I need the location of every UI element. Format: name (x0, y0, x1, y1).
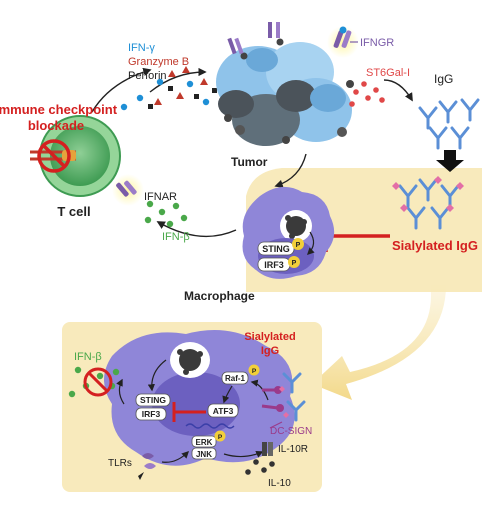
sialic-acid-icon (279, 386, 289, 418)
ifnar-label: IFNAR (144, 191, 177, 203)
tlrs-label: TLRs (108, 458, 132, 469)
sialylated-igg-label: Sialylated IgG (392, 238, 478, 253)
ifn-beta-molecules (144, 200, 188, 228)
perforin-label: Perforin (128, 70, 167, 82)
il10-label: IL-10 (268, 478, 291, 489)
tumor-to-macrophage-arrow (274, 153, 307, 188)
phospho-label: P (296, 242, 301, 249)
jnk-box (191, 447, 217, 460)
st6gal1-label: ST6Gal-I (366, 67, 410, 79)
tumor (216, 38, 354, 146)
macrophage-internal-arrow (306, 231, 315, 256)
tlr-receptor-icon (138, 453, 156, 480)
ifn-gamma-label: IFN-γ (128, 42, 155, 54)
tumor-receptor-icon (227, 22, 280, 55)
sting-box (257, 241, 295, 256)
phospho-label: P (292, 260, 297, 267)
tumor-label: Tumor (231, 155, 268, 169)
tcell-to-effectors-arrow (91, 67, 152, 113)
inset-sting-label: STING (140, 395, 166, 405)
ifn-beta-label: IFN-β (162, 231, 190, 243)
inset-ifn-arrow (116, 378, 125, 405)
inset-irf3-box (135, 407, 167, 421)
igg-group-icon (418, 98, 480, 150)
phospho-icon (248, 364, 260, 376)
tcell-label: T cell (57, 204, 90, 219)
erk-box (191, 435, 217, 448)
inset-phagosome-arrow (147, 359, 167, 392)
igg-label: IgG (434, 72, 453, 86)
atf3-box (207, 403, 239, 418)
irf3-label: IRF3 (264, 260, 284, 270)
ifngr-receptor-icon (333, 26, 352, 48)
inset-irf3-label: IRF3 (142, 409, 161, 419)
st6gal1-to-igg-arrow (383, 79, 413, 102)
inset-sting-box (135, 393, 171, 407)
raf1-to-atf3-arrow (222, 385, 233, 404)
atf3-label: ATF3 (213, 406, 234, 416)
inset-sialylated-igg-icon (282, 372, 306, 422)
dc-sign-receptor-icon (261, 386, 284, 412)
inset-sialylated-label-line2: IgG (261, 345, 279, 357)
ifnar-glow (112, 174, 144, 206)
sialylated-igg-group-icon (392, 176, 464, 230)
il10r-label: IL-10R (278, 444, 308, 455)
checkpoint-label-line2: blockade (28, 118, 84, 133)
phospho-label: P (252, 368, 257, 375)
dna-icon (185, 423, 235, 429)
raf1-label: Raf-1 (225, 374, 246, 383)
il10-molecules (245, 459, 275, 475)
jnk-label: JNK (196, 450, 212, 459)
effectors-to-tumor-arrow (149, 67, 207, 93)
dcsign-to-raf1-arrow (250, 379, 269, 401)
no-entry-icon (37, 139, 71, 173)
tlr-to-erk-arrow (161, 450, 190, 463)
erk-label: ERK (196, 438, 213, 447)
down-arrow-icon (436, 150, 464, 172)
big-transition-arrow (312, 282, 447, 400)
checkpoint-label-line1: Immune checkpoint (0, 102, 118, 117)
ifngr-label: IFNGR (360, 37, 394, 49)
sting-label: STING (262, 244, 290, 254)
macrophage-to-tcell-arrow (156, 221, 237, 238)
ifnar-receptor-icon (116, 180, 137, 197)
dc-sign-pointer (269, 421, 283, 429)
effector-molecules (120, 66, 217, 111)
dc-sign-label: DC-SIGN (270, 426, 312, 437)
phospho-label: P (218, 434, 223, 441)
inset-sialylated-label-line1: Sialylated (244, 331, 295, 343)
il10r-receptor-icon (262, 442, 273, 456)
atf3-inhibition-icon (172, 402, 206, 422)
no-entry-icon (83, 367, 113, 397)
st6gal1-molecules (349, 81, 385, 107)
phospho-icon (214, 430, 226, 442)
macrophage-label: Macrophage (184, 289, 255, 303)
t-cell (39, 115, 121, 197)
inset-ifn-beta-label: IFN-β (74, 351, 102, 363)
phospho-icon (292, 238, 304, 250)
erk-to-il10-arrow (223, 451, 264, 458)
granzyme-b-label: Granzyme B (128, 56, 189, 68)
phospho-icon (288, 256, 300, 268)
raf1-box (221, 371, 249, 385)
